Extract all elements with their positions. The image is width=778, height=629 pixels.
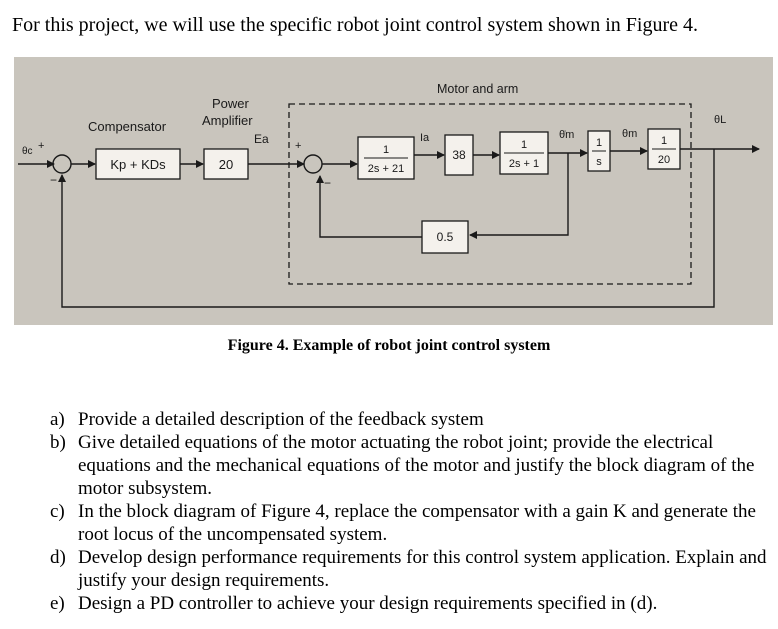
electrical-denominator: 2s + 21 <box>368 163 404 175</box>
question-e-text: Design a PD controller to achieve your d… <box>78 593 658 614</box>
group-label: Motor and arm <box>437 82 518 96</box>
sum1-plus-sign: + <box>38 140 44 152</box>
output-signal-label: θL <box>714 114 726 126</box>
amplifier-label-line2: Amplifier <box>202 113 253 128</box>
sum2-minus-sign: − <box>324 176 331 190</box>
motor-arm-group <box>288 103 692 285</box>
sum1-minus-sign: − <box>50 173 57 187</box>
sum2-plus-sign: + <box>295 140 301 152</box>
compensator-label: Compensator <box>88 119 167 134</box>
question-b-text: Give detailed equations of the motor act… <box>78 432 755 499</box>
feedback-gain-value: 0.5 <box>437 230 454 244</box>
question-e: e) Design a PD controller to achieve your… <box>50 592 772 615</box>
feedback-gain-block <box>421 220 469 254</box>
compensator-block <box>95 148 181 180</box>
gear-numerator: 1 <box>661 135 667 147</box>
amplifier-gain: 20 <box>219 157 233 172</box>
figure-caption: Figure 4. Example of robot joint control… <box>227 337 551 354</box>
question-c-text: In the block diagram of Figure 4, replac… <box>78 501 756 545</box>
feedback-to-sum2-path <box>316 175 422 238</box>
question-a-text: Provide a detailed description of the fe… <box>78 409 484 430</box>
question-b-mark: b) <box>50 432 66 453</box>
integrator-denominator: s <box>596 156 602 168</box>
question-a-mark: a) <box>50 409 65 430</box>
question-a: a) Provide a detailed description of the … <box>50 408 772 431</box>
amplifier-label-line1: Power <box>212 96 250 111</box>
summing-junction-2 <box>303 154 323 174</box>
amplifier-block <box>203 148 249 180</box>
velocity-signal-label: θ̇m <box>559 129 574 141</box>
figure-4: Motor and arm Compensator Power Amplifie… <box>14 57 773 325</box>
question-c-mark: c) <box>50 501 65 522</box>
question-b: b) Give detailed equations of the motor a… <box>50 431 772 500</box>
question-d-mark: d) <box>50 547 66 568</box>
question-d: d) Develop design performance requirement… <box>50 546 772 592</box>
position-feedback-path <box>58 149 715 308</box>
ea-signal-label: Ea <box>254 132 269 146</box>
ref-input-label: θc <box>22 146 33 157</box>
intro-text: For this project, we will use the specif… <box>12 14 699 36</box>
question-list: a) Provide a detailed description of the … <box>50 408 772 615</box>
question-e-mark: e) <box>50 593 65 614</box>
position-signal-label: θm <box>622 128 637 140</box>
question-d-text: Develop design performance requirements … <box>78 547 767 591</box>
mechanical-denominator: 2s + 1 <box>509 158 539 170</box>
electrical-numerator: 1 <box>383 144 389 156</box>
gear-denominator: 20 <box>658 154 670 166</box>
question-c: c) In the block diagram of Figure 4, repl… <box>50 500 772 546</box>
torque-gain-value: 38 <box>452 148 466 162</box>
mechanical-numerator: 1 <box>521 139 527 151</box>
integrator-numerator: 1 <box>596 137 602 149</box>
velocity-feedback-path <box>469 153 569 239</box>
block-diagram: Motor and arm Compensator Power Amplifie… <box>18 82 760 308</box>
summing-junction-1 <box>52 154 72 174</box>
ia-signal-label: Ia <box>420 132 430 144</box>
compensator-transfer-function: Kp + KDs <box>110 157 166 172</box>
